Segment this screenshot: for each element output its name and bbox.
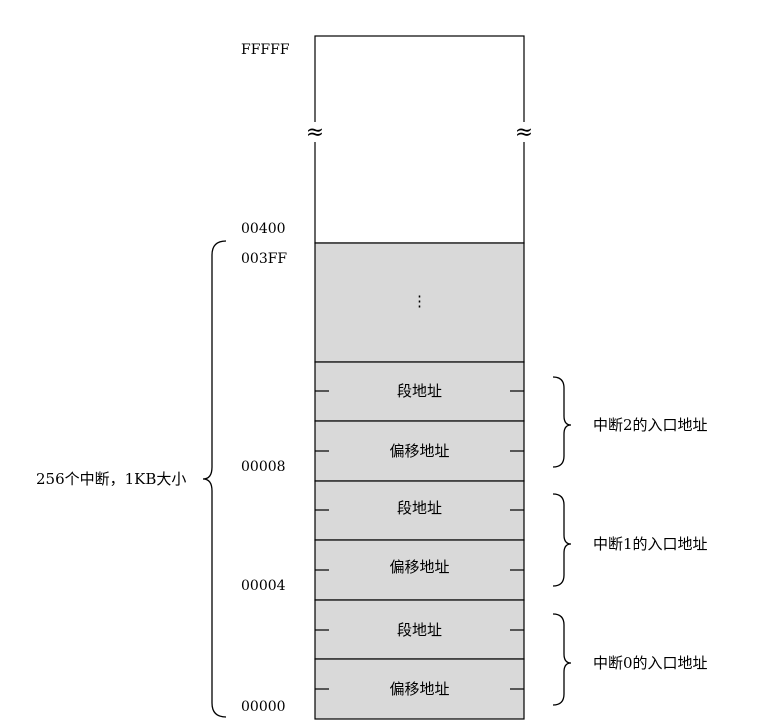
int0-brace: [552, 613, 572, 706]
int1-segment-cell: [314, 480, 525, 541]
vector-table-ellipsis-region: [314, 242, 525, 363]
vector-table-size-label: 256个中断，1KB大小: [36, 470, 186, 488]
int0-offset-label: 偏移地址: [389, 680, 449, 698]
vector-table-brace: [202, 240, 227, 718]
int2-entry-label: 中断2的入口地址: [593, 416, 708, 434]
int1-brace: [552, 493, 572, 587]
int1-offset-label: 偏移地址: [389, 558, 449, 576]
address-00004: 00004: [241, 578, 286, 594]
int1-segment-label: 段地址: [397, 499, 442, 517]
int1-offset-cell: [314, 539, 525, 601]
address-00400: 00400: [241, 221, 286, 237]
upper-memory-region: [314, 35, 525, 244]
break-mark-right: ≈: [515, 120, 533, 145]
address-00000: 00000: [241, 699, 286, 715]
int0-entry-label: 中断0的入口地址: [593, 654, 708, 672]
int0-segment-label: 段地址: [397, 621, 442, 639]
ellipsis-icon: ⋮: [412, 292, 427, 310]
int0-segment-cell: [314, 599, 525, 660]
int2-offset-cell: [314, 420, 525, 482]
int0-offset-cell: [314, 658, 525, 720]
address-fffff: FFFFF: [241, 42, 290, 58]
int2-segment-label: 段地址: [397, 382, 442, 400]
int2-brace: [552, 376, 572, 468]
address-00008: 00008: [241, 459, 286, 475]
break-gap-right: [515, 122, 533, 142]
int1-entry-label: 中断1的入口地址: [593, 535, 708, 553]
int2-offset-label: 偏移地址: [389, 442, 449, 460]
address-003ff: 003FF: [241, 251, 287, 267]
break-gap-left: [306, 122, 324, 142]
break-mark-left: ≈: [306, 120, 324, 145]
cell-tick-marks: [315, 390, 524, 690]
